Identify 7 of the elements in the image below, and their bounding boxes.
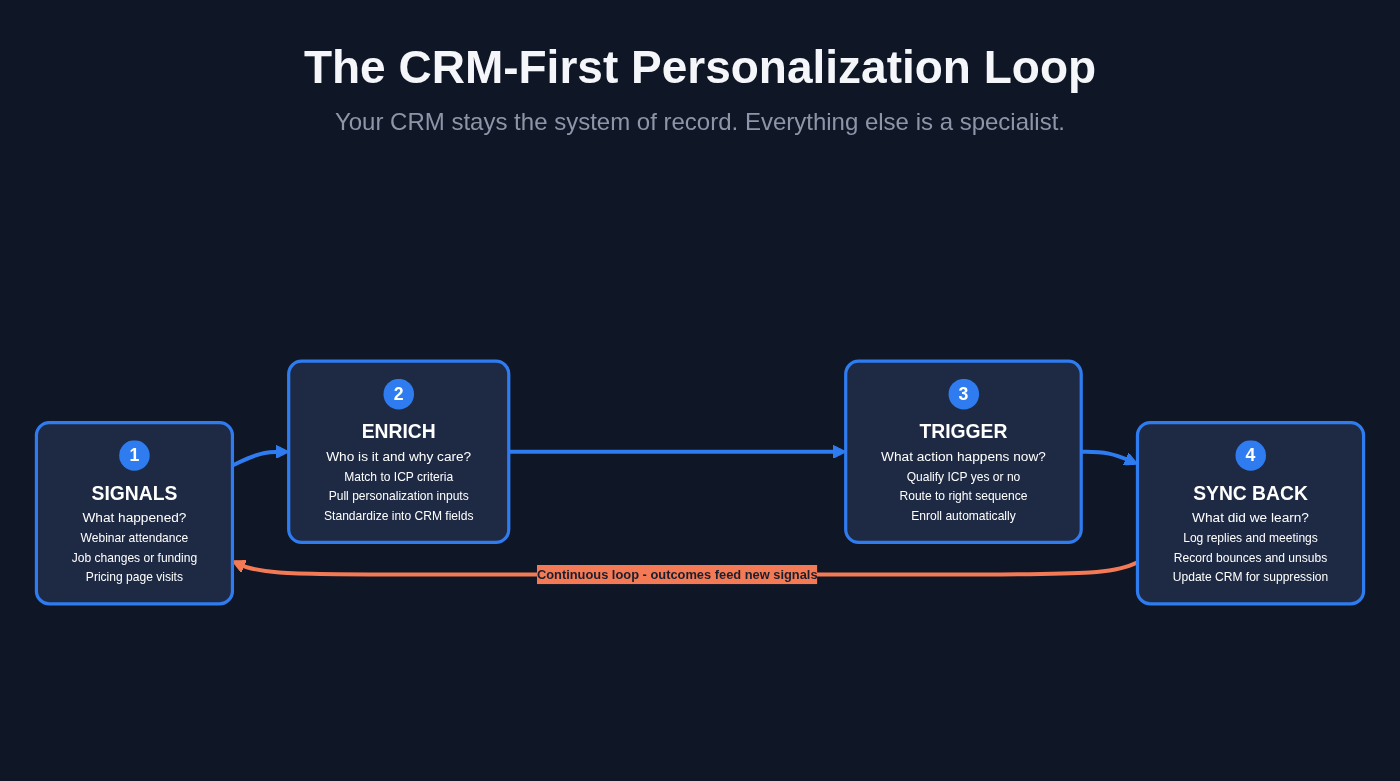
diagram-title: The CRM-First Personalization Loop [303,40,1097,94]
edge-label: Continuous loop - outcomes feed new signals [536,567,818,581]
node-box: 2 ENRICH Who is it and why care? Match to ICP criteria Pull personalization inputs Standardize into CRM fields [287,359,511,544]
node-box: 1 SIGNALS What happened? Webinar attendance Job changes or funding Pricing page visits [34,421,235,606]
node-box: 3 TRIGGER What action happens now? Qualify ICP yes or no Route to right sequence Enroll automatically [844,359,1083,544]
subtitle: Your CRM stays the system of record. Everything else is a specialist. [334,108,1066,136]
node-box: 4 SYNC BACK What did we learn? Log replies and meetings Record bounces and unsubs Update CRM for suppression [1135,421,1366,606]
